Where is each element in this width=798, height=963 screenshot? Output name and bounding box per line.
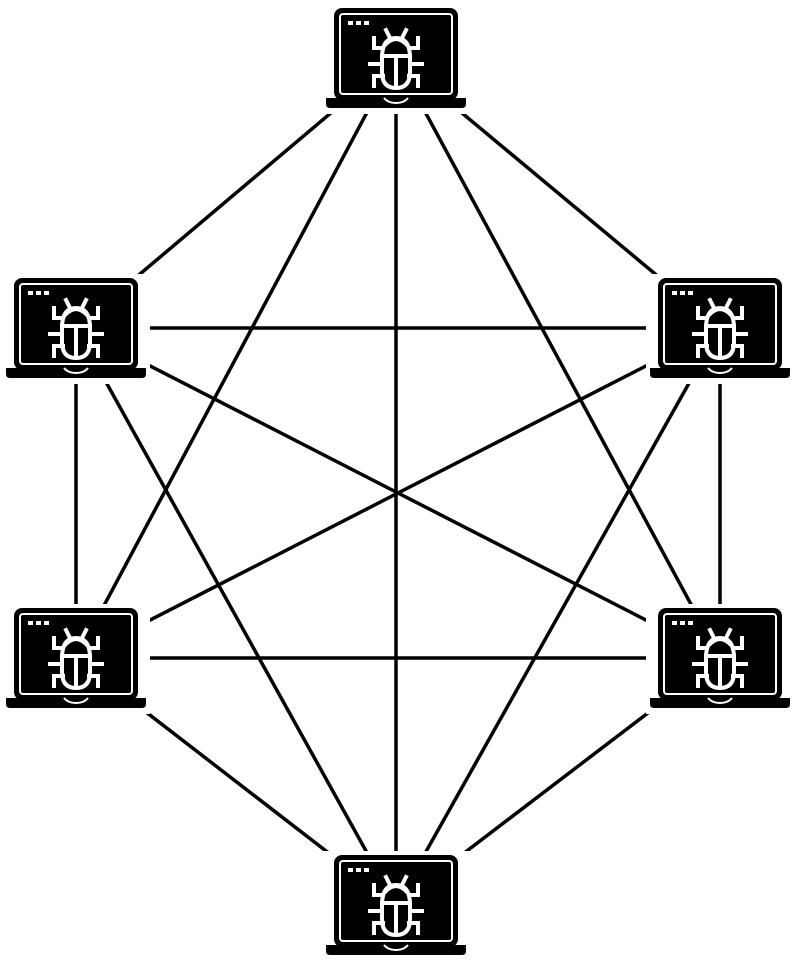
bug-icon — [692, 627, 748, 691]
bug-icon — [368, 874, 424, 938]
laptop-node-upper-left[interactable] — [2, 274, 150, 384]
edge-upper-right-lower-left — [75, 326, 721, 660]
connections — [74, 56, 722, 907]
edge-top-lower-left — [74, 57, 398, 659]
bug-icon — [48, 627, 104, 691]
laptop-node-top[interactable] — [322, 4, 470, 114]
laptop-node-upper-right[interactable] — [646, 274, 794, 384]
laptop-node-bottom[interactable] — [322, 851, 470, 961]
bug-icon — [48, 297, 104, 361]
edge-upper-right-bottom — [394, 327, 722, 906]
edge-upper-left-bottom — [74, 327, 398, 906]
bug-icon — [368, 27, 424, 91]
laptop-node-lower-left[interactable] — [2, 604, 150, 714]
laptop-node-lower-right[interactable] — [646, 604, 794, 714]
laptop-nodes — [2, 4, 794, 961]
edge-top-lower-right — [394, 57, 722, 659]
bug-icon — [692, 297, 748, 361]
